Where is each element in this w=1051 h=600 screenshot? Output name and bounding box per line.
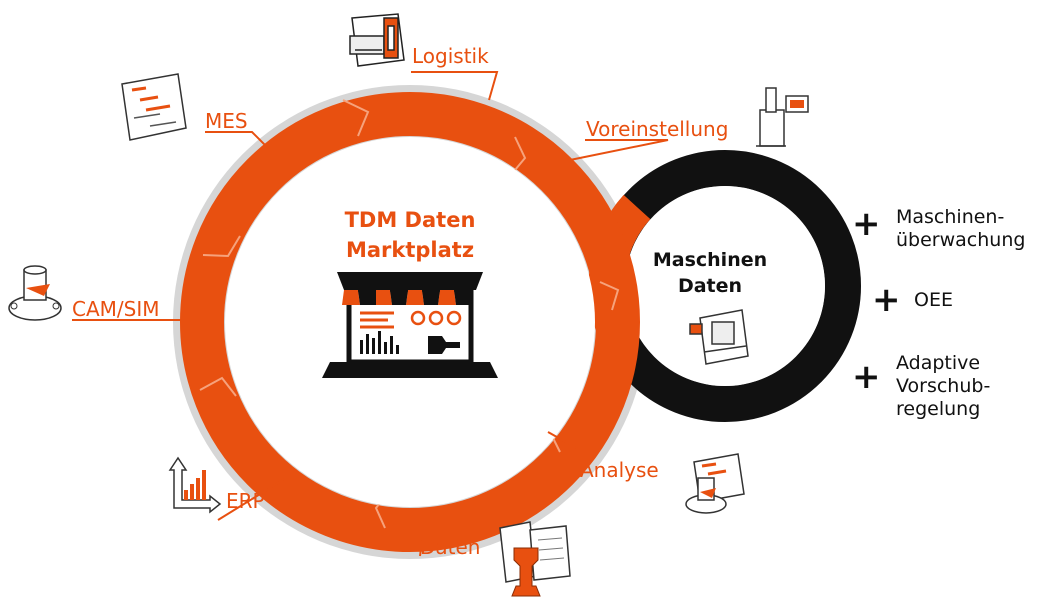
label-mes: MES [205, 109, 248, 133]
cnc-machine-icon [689, 309, 749, 365]
feature-line: regelung [896, 398, 981, 420]
gantt-chart-icon [121, 73, 187, 141]
feature-oee: OEE [914, 289, 953, 312]
label-voreinstellung: Voreinstellung [586, 117, 729, 141]
label-logistik: Logistik [412, 44, 489, 68]
machine-data-title: Maschinen Daten [640, 247, 780, 299]
marketplace-title-line2: Marktplatz [345, 238, 475, 262]
label-daten: Daten [420, 535, 481, 559]
marketplace-title: TDM Daten Marktplatz [318, 205, 502, 265]
plus-icon: + [852, 357, 881, 397]
presetting-machine-icon [756, 87, 809, 147]
document-chess-icon [499, 521, 571, 597]
plus-icon: + [872, 280, 901, 320]
machine-data-title-line1: Maschinen [652, 249, 768, 271]
label-erp: ERP [226, 489, 265, 513]
machine-ring-inner [625, 186, 825, 386]
main-ring [180, 92, 640, 552]
label-analyse: Analyse [580, 458, 659, 482]
leader-lines [72, 71, 669, 557]
marketplace-title-line1: TDM Daten [344, 208, 476, 232]
feature-line: überwachung [896, 229, 1026, 251]
feature-line: Vorschub- [896, 375, 991, 397]
bar-chart-icon [168, 456, 222, 514]
feature-line: OEE [914, 289, 953, 311]
tool-cabinet-icon [349, 13, 405, 67]
plus-icon: + [852, 204, 881, 244]
analyse-icon [685, 453, 745, 514]
label-cam-sim: CAM/SIM [72, 297, 160, 321]
feature-line: Adaptive [896, 352, 981, 374]
tool-holder-icon [8, 265, 62, 321]
feature-adaptive-feed: Adaptive Vorschub- regelung [896, 352, 990, 421]
feature-line: Maschinen- [896, 206, 1005, 228]
storefront-laptop-icon [322, 272, 498, 378]
machine-data-title-line2: Daten [677, 275, 743, 297]
feature-machine-monitoring: Maschinen- überwachung [896, 206, 1025, 252]
